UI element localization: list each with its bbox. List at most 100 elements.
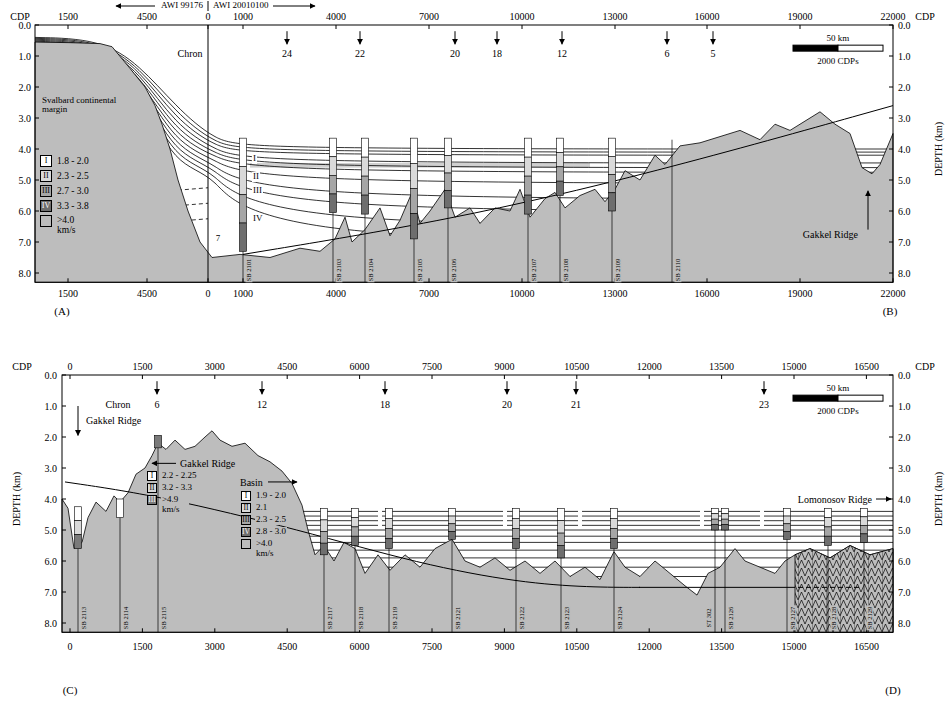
depth-label: 0.0	[898, 370, 911, 381]
cdp-tick	[147, 25, 148, 29]
sonobuoy-bar	[722, 519, 729, 524]
sonobuoy-bar	[557, 167, 564, 181]
chron-number: 6	[155, 399, 160, 410]
cdp-label: 1500	[58, 11, 78, 22]
sonobuoy-label: SB 2104	[367, 258, 374, 283]
sonobuoy-label: SB 2114	[122, 606, 129, 630]
sonobuoy-bar	[525, 138, 532, 157]
sonobuoy-bar	[609, 175, 616, 193]
subsidence-curve	[65, 482, 640, 587]
cdp-tick	[142, 628, 143, 632]
legend-text: 2.8 - 3.0	[255, 527, 287, 537]
sonobuoy-bar	[449, 516, 456, 524]
layer-number: II	[252, 172, 260, 182]
sonobuoy-label: SB 2101	[245, 258, 252, 283]
chron-arrow	[764, 381, 765, 394]
sonobuoy-bar	[240, 195, 247, 223]
sonobuoy-bar	[330, 157, 337, 176]
plot-frame	[35, 25, 893, 282]
sonobuoy-line	[324, 555, 325, 633]
scale-bar	[838, 395, 883, 401]
sonobuoy-label: SB 2127	[789, 606, 796, 631]
sonobuoy-bar	[558, 521, 565, 533]
sonobuoy-label: SB 2115	[160, 606, 167, 630]
scale-label: 50 km	[827, 34, 850, 44]
ridge-arrow	[868, 191, 869, 230]
panel-letter: (A)	[54, 305, 69, 317]
region-label: Gakkel Ridge	[803, 229, 858, 240]
depth-tick	[889, 118, 893, 119]
sonobuoy-line	[78, 549, 79, 633]
layer-number: III	[148, 496, 156, 504]
cdp-tick	[70, 375, 71, 379]
depth-label: 5.0	[898, 525, 911, 536]
depth-tick	[35, 242, 39, 243]
sonobuoy-bar	[609, 193, 616, 211]
region-arrow	[876, 499, 891, 500]
sonobuoy-label: SB 2121	[454, 606, 461, 631]
sonobuoy-bar	[117, 499, 124, 518]
sonobuoy-bar	[712, 525, 719, 530]
chron-arrow	[562, 31, 563, 44]
sonobuoy-bar	[352, 527, 359, 536]
sonobuoy-bar	[411, 163, 418, 188]
sonobuoy-bar	[722, 525, 729, 530]
chron-number: 20	[450, 47, 460, 58]
cdp-tick	[576, 375, 577, 379]
cdp-label: 10000	[510, 11, 535, 22]
sonobuoy-bar	[513, 518, 520, 528]
depth-label: 4.0	[898, 494, 911, 505]
cdp-label: 3000	[205, 361, 225, 372]
chron-number: 22	[355, 47, 365, 58]
cdp-label: 0	[68, 361, 73, 372]
chron-number: 6	[665, 47, 670, 58]
sonobuoy-label: SB 2106	[450, 258, 457, 283]
depth-tick	[35, 149, 39, 150]
cdp-tick	[707, 25, 708, 29]
data-gap	[503, 508, 507, 528]
chron-number: 18	[492, 47, 502, 58]
sonobuoy-label: SB 2103	[335, 258, 342, 283]
sonobuoy-bar	[558, 508, 565, 520]
chron-arrow	[360, 31, 361, 44]
sonobuoy-bar	[784, 524, 791, 532]
axis-title: DEPTH (km)	[11, 472, 22, 526]
sonobuoy-line	[612, 211, 613, 282]
depth-tick	[889, 437, 893, 438]
cdp-tick	[287, 628, 288, 632]
sonobuoy-label: SB 2124	[616, 606, 623, 631]
cdp-tick	[432, 375, 433, 379]
sonobuoy-bar	[712, 514, 719, 519]
depth-label: 7.0	[19, 237, 32, 248]
cdp-label: 16500	[854, 641, 879, 652]
legend-text: 2.2 - 2.25	[161, 471, 198, 481]
cdp-tick	[800, 278, 801, 282]
sonobuoy-bar	[240, 223, 247, 251]
cdp-tick	[721, 375, 722, 379]
depth-tick	[889, 25, 893, 26]
sonobuoy-bar	[525, 157, 532, 176]
cdp-label: 15000	[782, 641, 807, 652]
cdp-tick	[893, 25, 894, 29]
cdp-label: 12000	[637, 641, 662, 652]
axis-title: CDP	[12, 361, 31, 372]
sonobuoy-line	[389, 549, 390, 633]
chron-number: 5	[711, 47, 716, 58]
legend-text: 2.3 - 2.5	[56, 171, 90, 181]
cdp-label: 0	[68, 641, 73, 652]
sonobuoy-bar	[557, 138, 564, 152]
depth-label: 2.0	[898, 82, 911, 93]
sonobuoy-bar	[386, 508, 393, 518]
sonobuoy-label: SB 2113	[80, 606, 87, 630]
sonobuoy-line	[355, 546, 356, 633]
chron-title: Chron	[106, 399, 131, 410]
sonobuoy-bar	[362, 195, 369, 214]
cdp-label: 4500	[277, 361, 297, 372]
sonobuoy-line	[672, 140, 673, 283]
depth-label: 4.0	[45, 494, 58, 505]
region-label: Basin	[240, 476, 263, 487]
chron-arrow	[262, 381, 263, 394]
cdp-label: 13000	[603, 288, 628, 299]
layer-number: II	[150, 484, 155, 492]
depth-tick	[62, 530, 66, 531]
